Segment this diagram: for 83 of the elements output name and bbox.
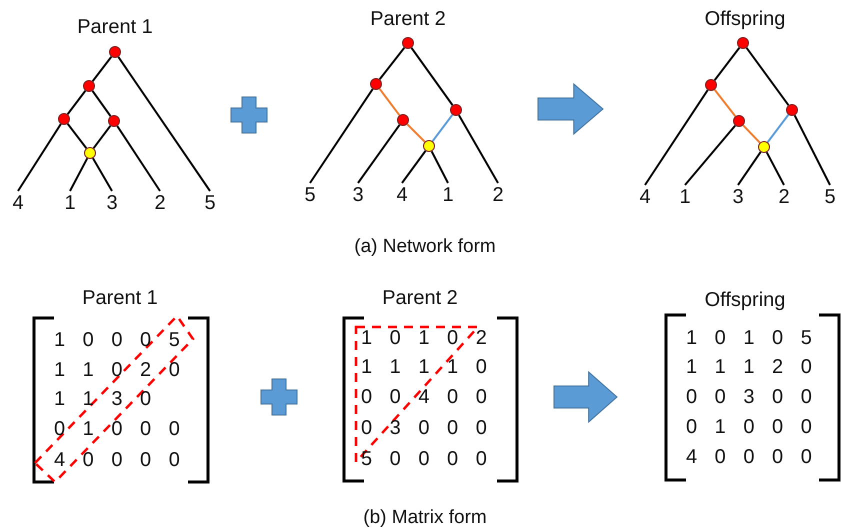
matrix-row: 1 1 1 2 0 xyxy=(686,355,812,379)
leaf-label: 4 xyxy=(8,192,28,214)
branch-line xyxy=(746,47,790,106)
matrix-row: 0 0 4 0 0 xyxy=(361,385,487,409)
title: Parent 2 xyxy=(382,286,458,310)
leaf-label: 5 xyxy=(200,192,220,214)
matrix-row: 1 0 1 0 2 xyxy=(361,326,487,350)
matrix-row: 0 1 0 0 0 xyxy=(686,415,812,439)
branch-line xyxy=(17,124,62,192)
branch-line xyxy=(644,89,709,186)
leaf-label: 3 xyxy=(728,186,748,208)
leaf-label: 5 xyxy=(820,186,840,208)
branch-line xyxy=(766,152,785,186)
branch-line xyxy=(378,47,406,80)
branch-line xyxy=(794,114,831,186)
branch-node xyxy=(733,115,745,127)
branch-line xyxy=(406,124,426,142)
branch-line xyxy=(66,90,86,115)
branch-line xyxy=(69,158,88,192)
branch-node xyxy=(450,104,462,116)
branch-line xyxy=(92,56,112,82)
branch-node xyxy=(370,78,382,90)
title: Parent 1 xyxy=(77,15,153,39)
leaf-label: 2 xyxy=(488,184,508,206)
branch-node xyxy=(397,114,409,126)
leaf-label: 4 xyxy=(635,186,655,208)
matrix-row: 4 0 0 0 0 xyxy=(54,448,180,472)
matrix-row: 5 0 0 0 0 xyxy=(361,447,487,471)
leaf-label: 2 xyxy=(150,192,170,214)
hybrid-node xyxy=(758,141,770,153)
branch-node xyxy=(402,37,414,49)
branch-line xyxy=(92,90,112,117)
hybrid-node xyxy=(423,140,435,152)
branch-line xyxy=(357,124,400,184)
branch-line xyxy=(66,123,88,149)
leaf-label: 3 xyxy=(102,192,122,214)
branch-line xyxy=(118,56,211,192)
leaf-label: 1 xyxy=(60,192,80,214)
leaf-label: 2 xyxy=(774,186,794,208)
caption: (a) Network form xyxy=(354,235,496,259)
branch-line xyxy=(401,150,426,184)
branch-node xyxy=(109,46,121,58)
branch-line xyxy=(92,158,113,192)
branch-node xyxy=(83,80,95,92)
branch-line xyxy=(92,125,112,149)
branch-node xyxy=(737,37,749,49)
matrix-row: 1 0 0 0 5 xyxy=(54,328,180,352)
title: Offspring xyxy=(704,288,786,312)
branch-line xyxy=(684,124,736,186)
branch-line xyxy=(737,151,762,186)
title: Parent 2 xyxy=(370,7,446,31)
matrix-row: 1 0 1 0 5 xyxy=(686,326,812,350)
matrix-row: 1 1 3 0 xyxy=(54,387,152,411)
branch-node xyxy=(786,104,798,116)
title: Offspring xyxy=(704,7,786,31)
branch-line xyxy=(309,88,374,184)
matrix-row: 0 3 0 0 0 xyxy=(361,416,487,440)
branch-line xyxy=(410,47,454,106)
branch-line xyxy=(432,114,454,142)
branch-line xyxy=(116,125,161,192)
matrix-row: 1 1 0 2 0 xyxy=(54,358,180,382)
branch-line xyxy=(714,89,736,117)
matrix-row: 0 1 0 0 0 xyxy=(54,417,180,441)
branch-line xyxy=(430,150,449,184)
leaf-label: 4 xyxy=(392,184,412,206)
title: Parent 1 xyxy=(82,286,158,310)
hybrid-node xyxy=(84,147,96,159)
leaf-label: 1 xyxy=(675,186,695,208)
leaf-label: 5 xyxy=(300,184,320,206)
branch-node xyxy=(58,113,70,125)
matrix-row: 1 1 1 1 0 xyxy=(361,355,487,379)
branch-line xyxy=(742,124,761,144)
matrix-row: 4 0 0 0 0 xyxy=(686,445,812,469)
matrix-row: 0 0 3 0 0 xyxy=(686,385,812,409)
branch-line xyxy=(378,88,400,116)
leaf-label: 3 xyxy=(348,184,368,206)
leaf-label: 1 xyxy=(438,184,458,206)
branch-line xyxy=(458,114,499,184)
branch-line xyxy=(766,114,790,143)
branch-node xyxy=(108,115,120,127)
caption: (b) Matrix form xyxy=(363,506,487,530)
branch-line xyxy=(714,47,740,81)
branch-node xyxy=(705,79,717,91)
